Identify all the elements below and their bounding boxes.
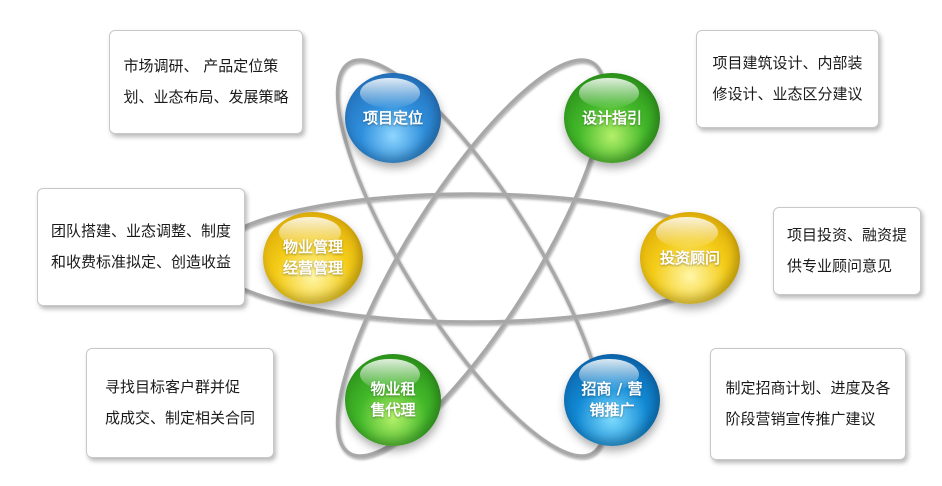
desc-text-leasing-promotion: 制定招商计划、进度及各 阶段营销宣传推广建议 — [725, 379, 891, 428]
node-label-property-management: 物业管理 经营管理 — [282, 238, 343, 277]
desc-text-property-leasing-sales: 寻找目标客户群并促 成成交、制定相关合同 — [104, 378, 255, 427]
orbit-ring-diagonal-right — [335, 58, 607, 458]
node-label-design-guidance: 设计指引 — [581, 108, 642, 127]
node-property-management: 物业管理 经营管理 — [263, 212, 363, 304]
desc-box-investment-consulting: 项目投资、融资提 供专业顾问意见 — [773, 207, 921, 295]
desc-text-investment-consulting: 项目投资、融资提 供专业顾问意见 — [786, 226, 907, 275]
desc-box-property-leasing-sales: 寻找目标客户群并促 成成交、制定相关合同 — [86, 348, 274, 458]
desc-text-property-management: 团队搭建、业态调整、制度 和收费标准拟定、创造收益 — [50, 222, 231, 271]
desc-text-design-guidance: 项目建筑设计、内部装 修设计、业态区分建议 — [712, 54, 863, 103]
desc-box-project-positioning: 市场调研、 产品定位策 划、业态布局、发展策略 — [109, 30, 303, 134]
node-label-investment-consulting: 投资顾问 — [659, 248, 720, 267]
node-label-project-positioning: 项目定位 — [362, 108, 423, 127]
node-label-property-leasing-sales: 物业租 售代理 — [370, 380, 416, 419]
desc-text-project-positioning: 市场调研、 产品定位策 划、业态布局、发展策略 — [123, 57, 289, 106]
desc-box-leasing-promotion: 制定招商计划、进度及各 阶段营销宣传推广建议 — [710, 348, 906, 460]
orbit-ring-diagonal-left — [335, 58, 607, 458]
desc-box-design-guidance: 项目建筑设计、内部装 修设计、业态区分建议 — [696, 30, 879, 128]
node-label-leasing-promotion: 招商 / 营 销推广 — [581, 380, 643, 419]
node-investment-consulting: 投资顾问 — [640, 212, 740, 304]
node-leasing-promotion: 招商 / 营 销推广 — [564, 354, 660, 446]
node-design-guidance: 设计指引 — [564, 73, 660, 163]
node-project-positioning: 项目定位 — [345, 73, 441, 163]
desc-box-property-management: 团队搭建、业态调整、制度 和收费标准拟定、创造收益 — [37, 188, 245, 306]
node-property-leasing-sales: 物业租 售代理 — [345, 354, 441, 446]
